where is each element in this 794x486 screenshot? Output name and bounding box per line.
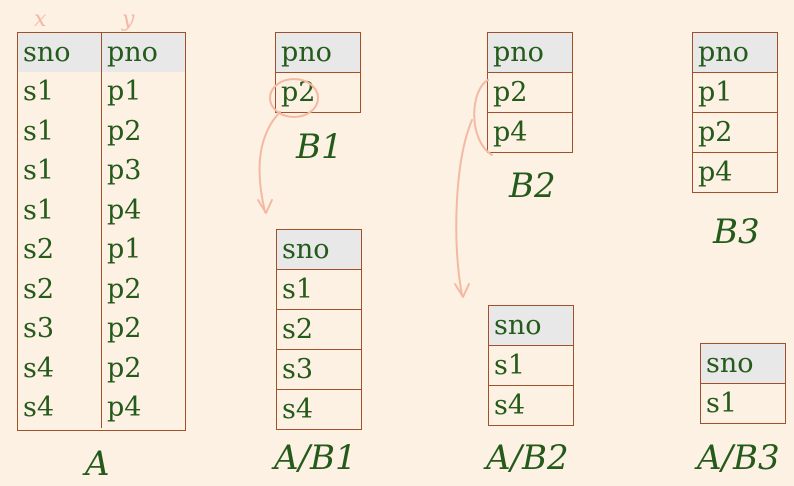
table-b1: pno p2	[275, 32, 361, 113]
table-a-header: sno pno	[18, 33, 185, 72]
table-row: s1 p2	[18, 111, 185, 151]
table-cell: s1	[23, 194, 55, 226]
table-header: pno	[488, 33, 572, 72]
table-cell: s4	[23, 352, 55, 384]
table-a: sno pno s1 p1 s1 p2 s1 p3 s1 p4 s2 p1 s2 p2 s3…	[17, 32, 186, 431]
table-cell: p4	[493, 117, 528, 148]
table-row: s2 p2	[18, 269, 185, 309]
header-cell: pno	[276, 33, 360, 72]
table-row: s3 p2	[18, 309, 185, 349]
table-cell: p2	[493, 77, 528, 108]
table-row: p2	[488, 72, 572, 112]
table-cell: s4	[282, 394, 314, 425]
table-cell: s1	[23, 115, 55, 147]
handwritten-x: x	[34, 7, 47, 32]
table-cell: s3	[282, 354, 314, 385]
caption-b2: B2	[509, 166, 556, 206]
caption-a-div-b1: A/B1	[274, 438, 357, 478]
handwritten-y: y	[121, 7, 135, 32]
header-cell: pno	[693, 33, 777, 72]
table-row: p4	[488, 112, 572, 152]
table-header: pno	[276, 33, 360, 72]
table-cell: s1	[494, 350, 526, 381]
arrow-annotation	[455, 119, 473, 296]
table-b3: pno p1 p2 p4	[692, 32, 778, 193]
table-row: s4 p4	[18, 388, 185, 428]
table-cell: s2	[23, 234, 55, 265]
arrow-head	[454, 283, 470, 298]
header-cell: pno	[488, 33, 572, 72]
table-a-div-b1: sno s1 s2 s3 s4	[276, 229, 362, 430]
table-a-div-b2: sno s1 s4	[488, 305, 574, 426]
table-row: p1	[693, 72, 777, 112]
header-cell: sno	[489, 306, 573, 345]
header-cell: sno	[18, 33, 101, 72]
table-cell: p2	[101, 309, 185, 349]
table-cell: p2	[101, 269, 185, 309]
table-cell: s1	[23, 155, 55, 186]
header-cell: sno	[701, 344, 785, 383]
table-cell: p2	[698, 117, 733, 148]
table-row: s1 p1	[18, 72, 185, 112]
table-row: s1 p4	[18, 190, 185, 230]
caption-b3: B3	[713, 212, 760, 252]
table-cell: p4	[101, 388, 185, 428]
caption-b1: B1	[296, 127, 343, 167]
table-cell: p1	[101, 230, 185, 270]
table-row: s4 p2	[18, 348, 185, 388]
caption-a-div-b3: A/B3	[697, 438, 780, 478]
table-header: sno	[277, 230, 361, 269]
table-row: s1	[701, 383, 785, 423]
circle-annotation	[269, 78, 319, 118]
table-row: s4	[277, 389, 361, 429]
table-cell: p1	[698, 77, 733, 108]
table-cell: s1	[23, 76, 55, 107]
table-cell: p4	[698, 157, 733, 188]
table-cell: s4	[23, 392, 55, 423]
table-row: s4	[489, 385, 573, 425]
table-cell: s2	[282, 314, 314, 345]
header-cell: sno	[277, 230, 361, 269]
table-cell: p2	[101, 348, 185, 388]
table-b2: pno p2 p4	[487, 32, 573, 153]
table-row: s2 p1	[18, 230, 185, 270]
table-cell: p2	[281, 77, 316, 108]
table-row: s1	[489, 345, 573, 385]
table-cell: s4	[494, 390, 526, 421]
table-header: sno	[701, 344, 785, 383]
table-header: sno	[489, 306, 573, 345]
table-row: s1	[277, 269, 361, 309]
table-cell: s1	[282, 274, 314, 305]
table-cell: p2	[101, 111, 185, 151]
table-header: pno	[693, 33, 777, 72]
table-cell: s3	[23, 313, 55, 344]
arrow-annotation	[258, 111, 281, 213]
arrow-head	[257, 199, 273, 214]
table-row: p4	[693, 152, 777, 192]
table-cell: s1	[706, 388, 738, 419]
table-a-div-b3: sno s1	[700, 343, 786, 424]
table-row: p2	[693, 112, 777, 152]
table-row: p2	[276, 72, 360, 112]
table-cell: p1	[101, 72, 185, 112]
table-cell: s2	[23, 273, 55, 305]
caption-a: A	[85, 444, 110, 484]
table-cell: p3	[101, 151, 185, 191]
table-row: s1 p3	[18, 151, 185, 191]
table-row: s2	[277, 309, 361, 349]
table-cell: p4	[101, 190, 185, 230]
bracket-annotation	[473, 79, 493, 156]
header-cell: pno	[101, 33, 185, 72]
caption-a-div-b2: A/B2	[486, 438, 569, 478]
table-row: s3	[277, 349, 361, 389]
